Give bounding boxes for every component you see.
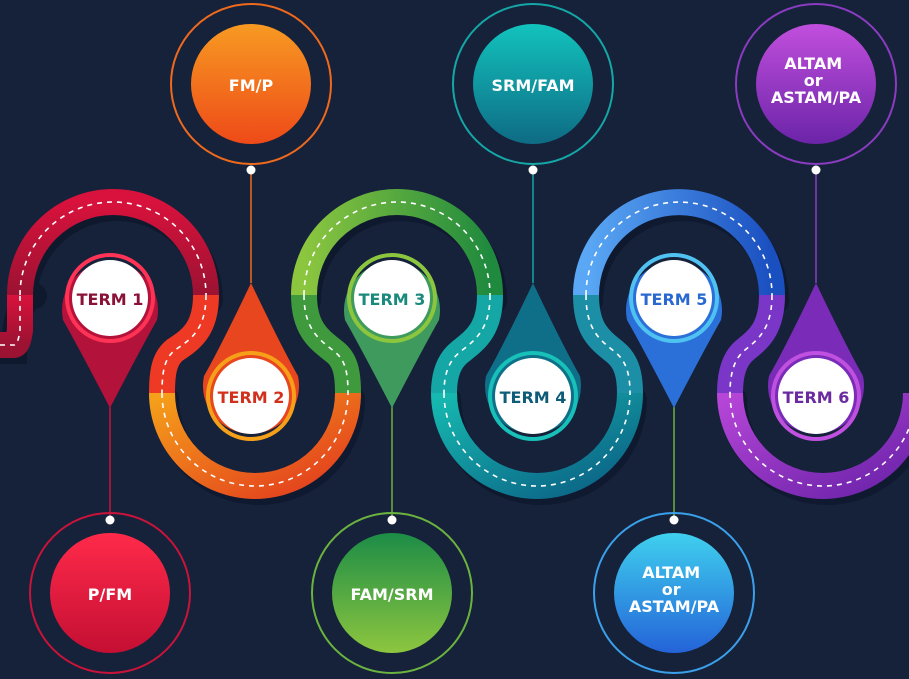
term-label-4: TERM 4 (500, 388, 567, 407)
term-pin-4: TERM 4 (485, 283, 581, 441)
term-label-3: TERM 3 (359, 290, 426, 309)
term-pin-2: TERM 2 (203, 283, 300, 441)
term-label-5: TERM 5 (641, 290, 708, 309)
exam-node-term-5: ALTAM or ASTAM/PA (593, 512, 755, 674)
exam-label-term-2: FM/P (229, 76, 274, 95)
term-pin-3: TERM 3 (344, 253, 440, 408)
exam-node-term-4: SRM/FAM (452, 3, 614, 175)
exam-label-term-3: FAM/SRM (350, 585, 433, 604)
winding-road (0, 189, 909, 505)
term-label-6: TERM 6 (783, 388, 850, 407)
term-pin-5: TERM 5 (626, 253, 722, 408)
exam-label-term-4: SRM/FAM (491, 76, 574, 95)
exam-node-term-6: ALTAM or ASTAM/PA (735, 3, 897, 175)
exam-label-term-1: P/FM (88, 585, 132, 604)
exam-label-term-5: ALTAM or ASTAM/PA (629, 563, 720, 616)
connector-lines (109, 170, 817, 520)
exam-node-term-1: P/FM (29, 512, 191, 674)
term-label-2: TERM 2 (218, 388, 285, 407)
term-pin-1: TERM 1 (62, 253, 158, 408)
term-label-1: TERM 1 (77, 290, 144, 309)
exam-label-term-6: ALTAM or ASTAM/PA (771, 54, 862, 107)
term-pin-6: TERM 6 (768, 283, 864, 441)
exam-node-term-2: FM/P (170, 3, 332, 175)
exam-node-term-3: FAM/SRM (311, 512, 473, 674)
